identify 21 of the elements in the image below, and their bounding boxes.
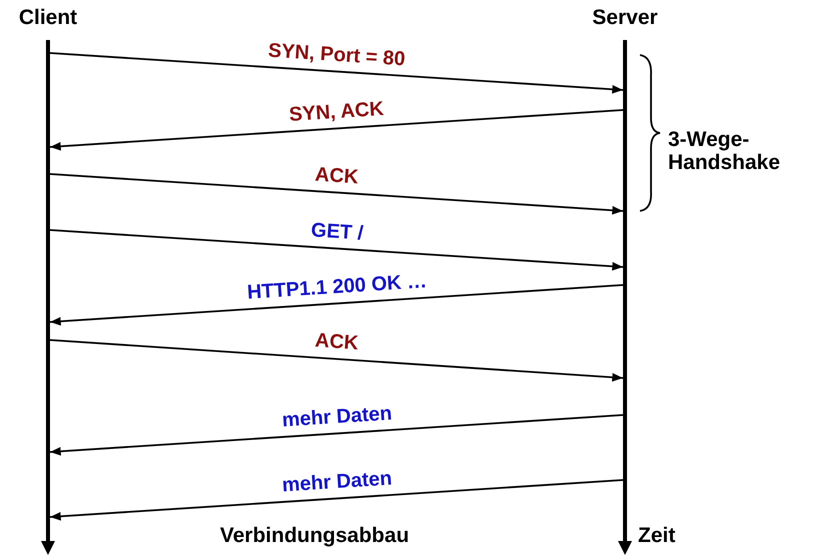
edge-label: HTTP1.1 200 OK … <box>246 270 428 302</box>
message-arrow <box>50 109 624 151</box>
edge-label: mehr Daten <box>280 468 392 496</box>
participant-label: Server <box>592 6 658 29</box>
group-label: 3-Wege- Handshake <box>668 128 782 174</box>
message-arrow <box>50 284 624 326</box>
message-arrow <box>50 479 624 521</box>
edge-label: SYN, ACK <box>288 98 384 125</box>
message-arrow <box>50 339 624 382</box>
edge-label: GET / <box>310 220 364 244</box>
edge-label: ACK <box>314 164 359 187</box>
message-arrow <box>50 229 624 271</box>
edge-label: SYN, Port = 80 <box>268 40 406 69</box>
phase-label: Verbindungsabbau <box>220 524 410 548</box>
participant-label: Client <box>18 6 78 29</box>
edge-label: mehr Daten <box>280 402 392 430</box>
message-arrow <box>50 173 624 215</box>
axis-label: Zeit <box>638 524 676 548</box>
message-arrow <box>50 414 624 456</box>
message-arrow <box>50 52 624 94</box>
edge-label: ACK <box>314 330 359 354</box>
